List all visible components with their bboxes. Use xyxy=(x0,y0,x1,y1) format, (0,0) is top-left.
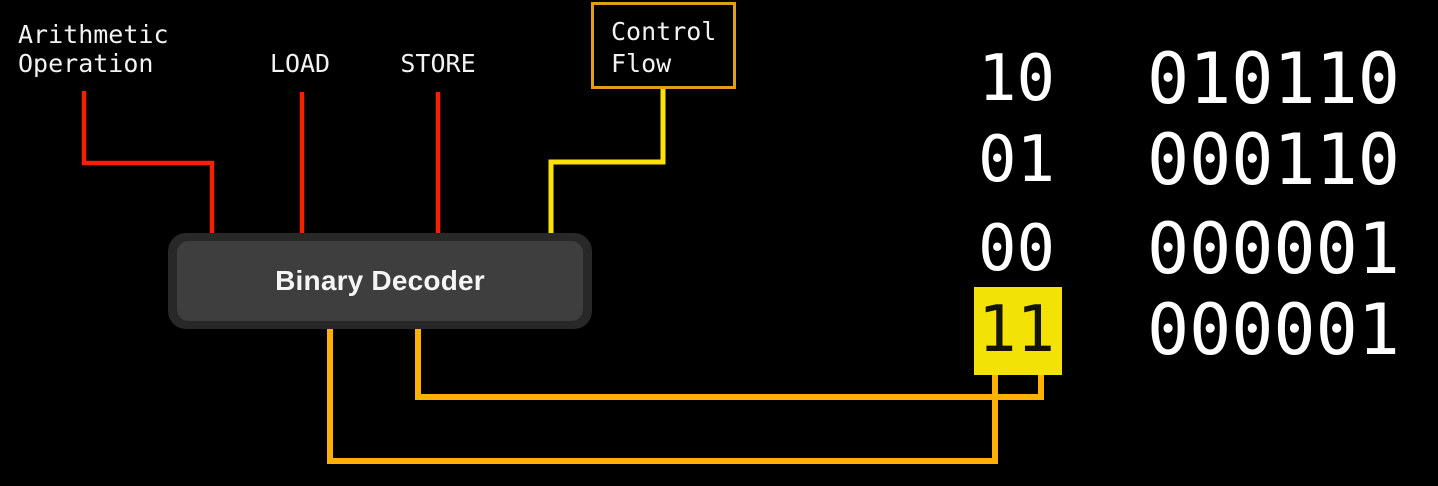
code-row: 00 000001 xyxy=(978,212,1400,286)
operand-value: 000001 xyxy=(1147,208,1400,290)
store-label: STORE xyxy=(400,49,476,78)
wire-arithmetic-operation xyxy=(81,91,215,242)
opcode-value: 01 xyxy=(978,123,1056,197)
wire-decoder-output-b xyxy=(415,320,1044,400)
opcode-value: 10 xyxy=(978,42,1056,116)
operand-value: 000110 xyxy=(1147,119,1400,201)
binary-decoder-box-inner: Binary Decoder xyxy=(177,241,583,321)
wire-decoder-output-a xyxy=(327,320,998,464)
highlighted-opcode-box xyxy=(974,287,1062,375)
wire-control-flow xyxy=(548,88,666,242)
operand-value: 000001 xyxy=(1147,289,1400,371)
arithmetic-operation-label: Arithmetic Operation xyxy=(18,20,169,78)
binary-decoder-box: Binary Decoder xyxy=(168,233,592,329)
binary-decoder-title: Binary Decoder xyxy=(275,265,485,296)
control-flow-label: Control Flow xyxy=(611,17,717,78)
code-row: 10 010110 xyxy=(978,42,1400,116)
opcode-value: 00 xyxy=(978,212,1056,286)
code-row-highlighted: 11 000001 xyxy=(978,293,1400,367)
load-label: LOAD xyxy=(269,49,331,78)
opcode-value-highlighted: 11 xyxy=(978,293,1056,367)
operand-value: 010110 xyxy=(1147,38,1400,120)
control-flow-box: Control Flow xyxy=(591,2,736,89)
code-row: 01 000110 xyxy=(978,123,1400,197)
